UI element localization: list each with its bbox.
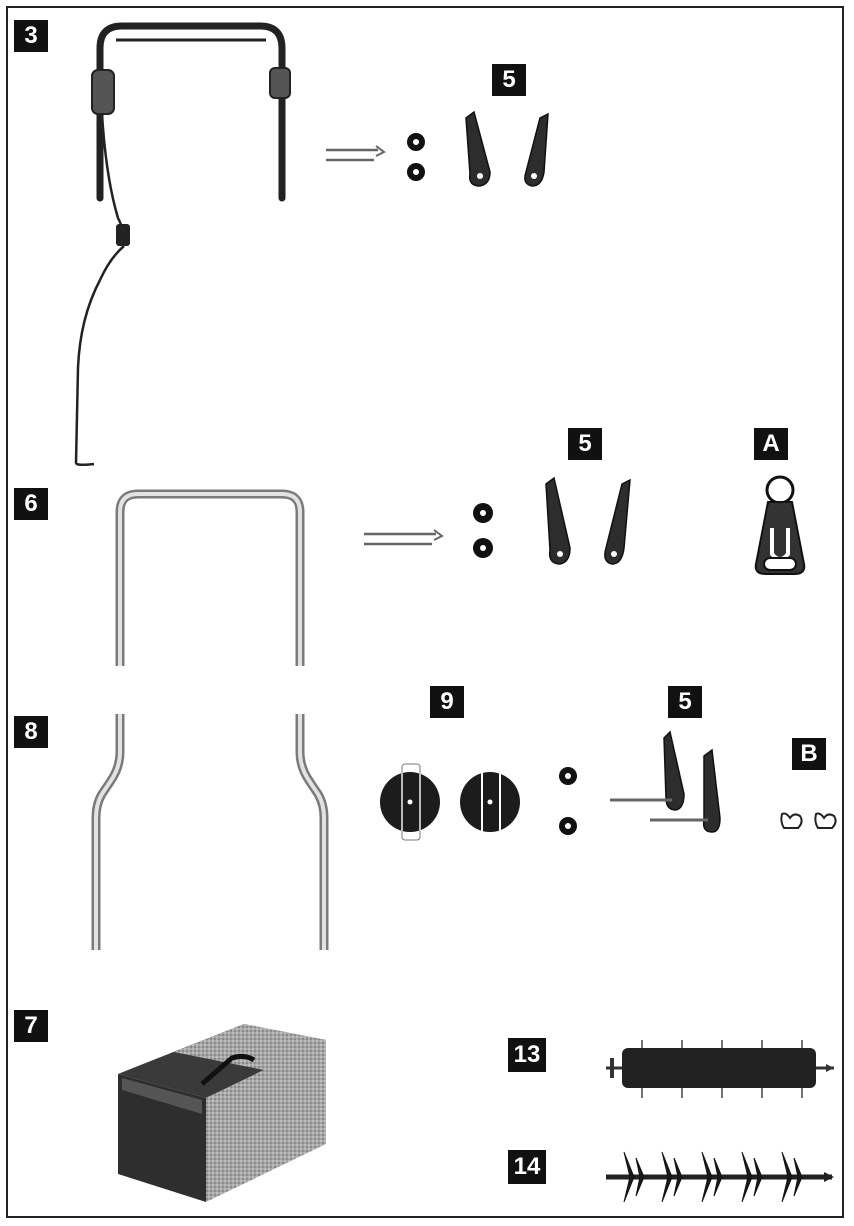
label-part-9: 9 xyxy=(430,686,464,718)
label-part-B: B xyxy=(792,738,826,770)
label-part-5-low: 5 xyxy=(668,686,702,718)
clamp-lever-pair-illustration-mid xyxy=(545,476,631,565)
grass-collection-box-illustration xyxy=(118,1024,326,1202)
scarifier-shaft-illustration xyxy=(606,1151,834,1203)
diagram-frame xyxy=(6,6,844,1218)
washer-pair-icon-low xyxy=(559,767,577,835)
knob-pair-illustration xyxy=(380,763,520,841)
middle-handle-bar-illustration xyxy=(115,489,305,666)
label-part-13: 13 xyxy=(508,1038,546,1072)
label-part-A: A xyxy=(754,428,788,460)
label-part-6: 6 xyxy=(14,488,48,520)
washer-pair-icon-mid xyxy=(473,503,493,558)
roller-illustration xyxy=(606,1040,834,1098)
label-part-5-top: 5 xyxy=(492,64,526,96)
label-part-3: 3 xyxy=(14,20,48,52)
cable-clip-pair-illustration xyxy=(780,812,837,829)
label-part-5-mid: 5 xyxy=(568,428,602,460)
label-part-7: 7 xyxy=(14,1010,48,1042)
washer-pair-icon xyxy=(407,133,425,181)
clamp-lever-pair-illustration xyxy=(465,110,549,187)
cable-holder-illustration xyxy=(754,475,806,575)
clamp-lever-bolt-pair-illustration xyxy=(610,730,721,833)
upper-handle-with-cable-illustration xyxy=(74,22,291,467)
arrow-icon xyxy=(326,145,386,162)
label-part-14: 14 xyxy=(508,1150,546,1184)
lower-handle-bar-illustration xyxy=(91,714,329,950)
arrow-icon-mid xyxy=(364,529,444,546)
label-part-8: 8 xyxy=(14,716,48,748)
